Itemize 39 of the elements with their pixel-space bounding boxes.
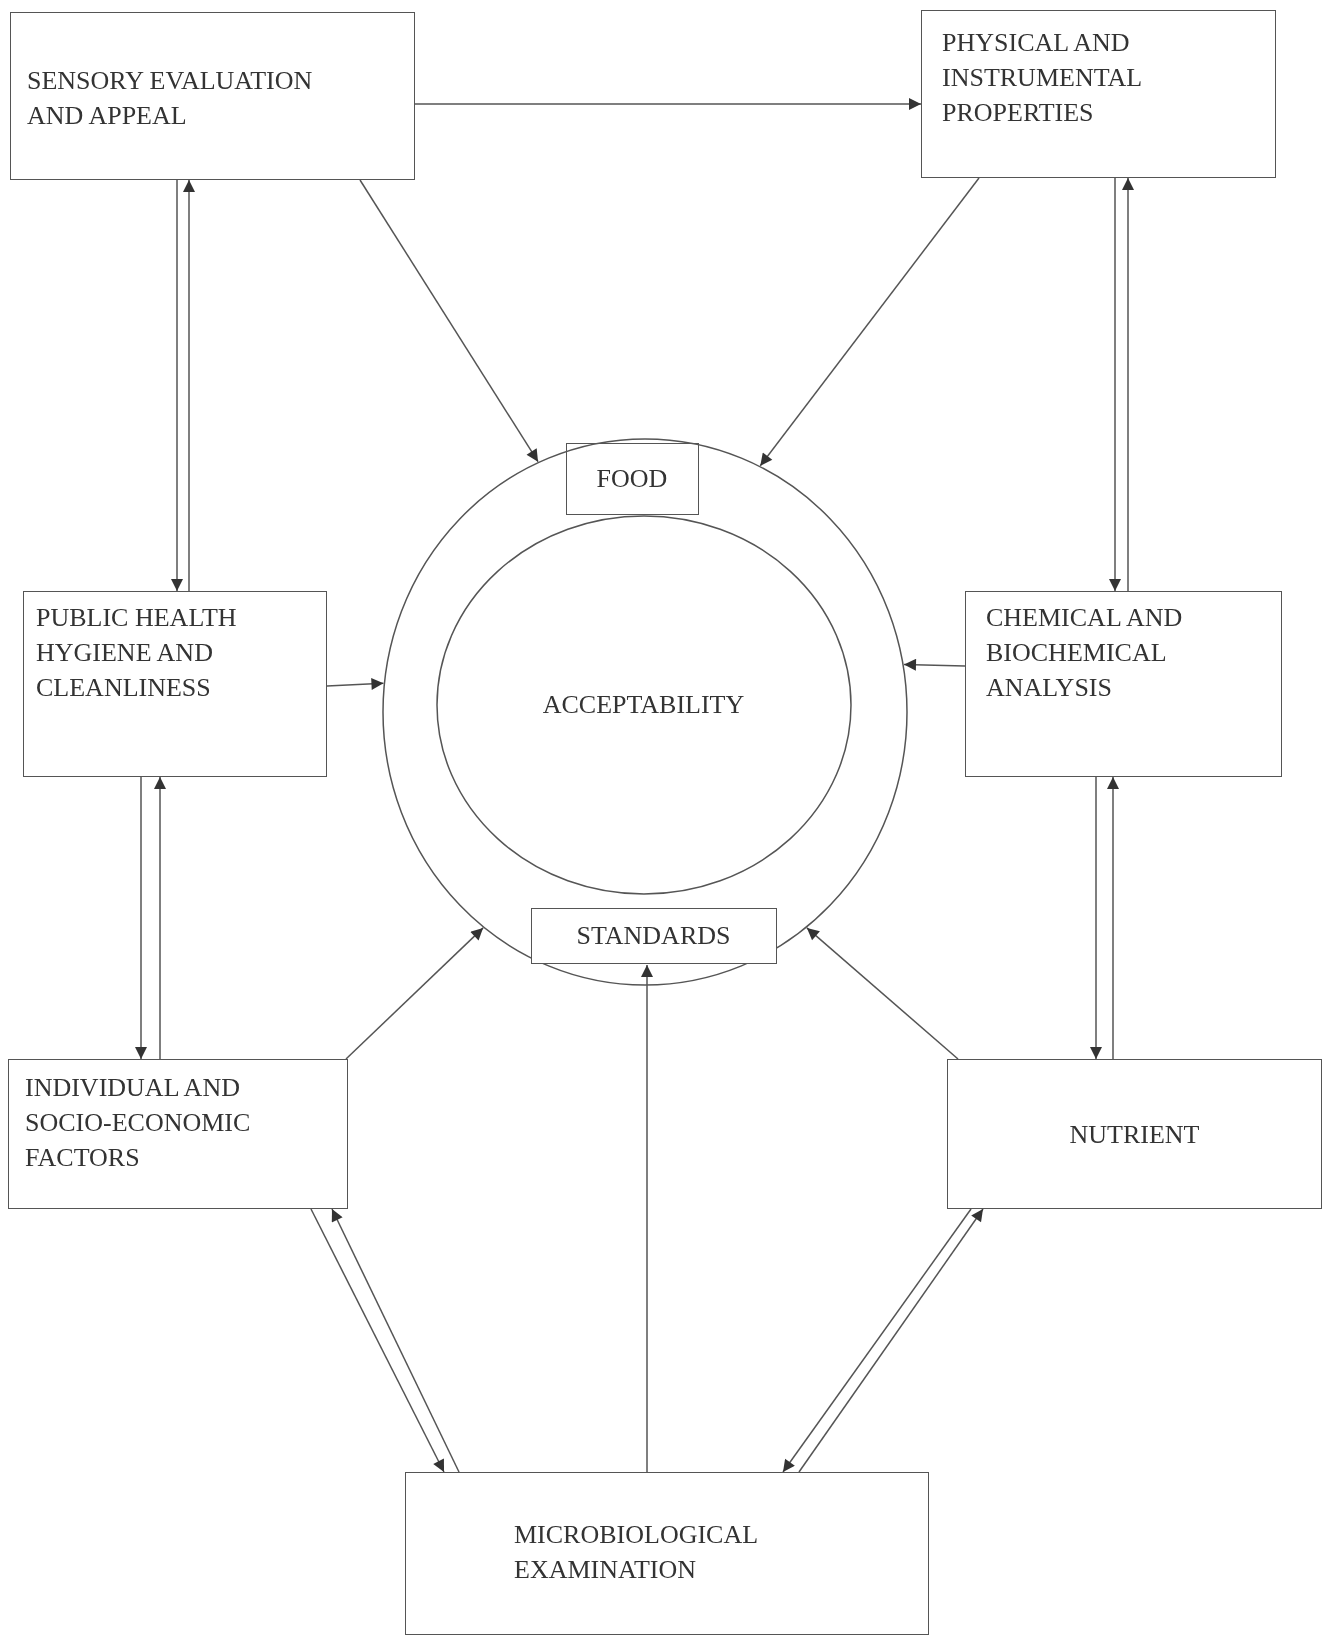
node-label: PUBLIC HEALTH HYGIENE AND CLEANLINESS [36, 602, 238, 704]
process-box [947, 1059, 1322, 1209]
arrow [641, 964, 653, 1473]
process-box [965, 591, 1282, 777]
node-label: NUTRIENT [1069, 1118, 1200, 1151]
node-label: MICROBIOLOGICAL EXAMINATION [514, 1519, 759, 1586]
arrow [759, 177, 980, 467]
arrow [1109, 177, 1121, 592]
arrow [1107, 776, 1119, 1060]
circle-shape [435, 514, 852, 895]
process-box [405, 1472, 929, 1635]
node-label: SENSORY EVALUATION AND APPEAL [27, 65, 314, 132]
process-box [530, 907, 777, 964]
node-label: INDIVIDUAL AND SOCIO-ECONOMIC FACTORS [25, 1072, 252, 1174]
arrow [171, 179, 183, 592]
arrow [326, 677, 385, 690]
arrow [183, 179, 195, 592]
arrow [310, 1208, 445, 1473]
arrow [154, 776, 166, 1060]
arrow [1090, 776, 1102, 1060]
arrow [414, 98, 922, 110]
process-box [23, 591, 327, 777]
node-label: CHEMICAL AND BIOCHEMICAL ANALYSIS [986, 602, 1184, 704]
arrow [135, 776, 147, 1060]
process-box [10, 12, 415, 180]
process-box [8, 1059, 348, 1209]
arrow [331, 1208, 460, 1473]
process-box [565, 442, 699, 515]
process-box [921, 10, 1276, 178]
arrow [1122, 177, 1134, 592]
arrow [903, 658, 966, 671]
circle-shape [382, 438, 908, 986]
arrow [345, 927, 484, 1060]
node-label: PHYSICAL AND INSTRUMENTAL PROPERTIES [942, 27, 1143, 129]
node-label: ACCEPTABILITY [542, 689, 745, 721]
node-label: STANDARDS [576, 920, 731, 952]
arrow [806, 927, 959, 1060]
node-label: FOOD [596, 463, 668, 495]
arrow [359, 179, 539, 463]
